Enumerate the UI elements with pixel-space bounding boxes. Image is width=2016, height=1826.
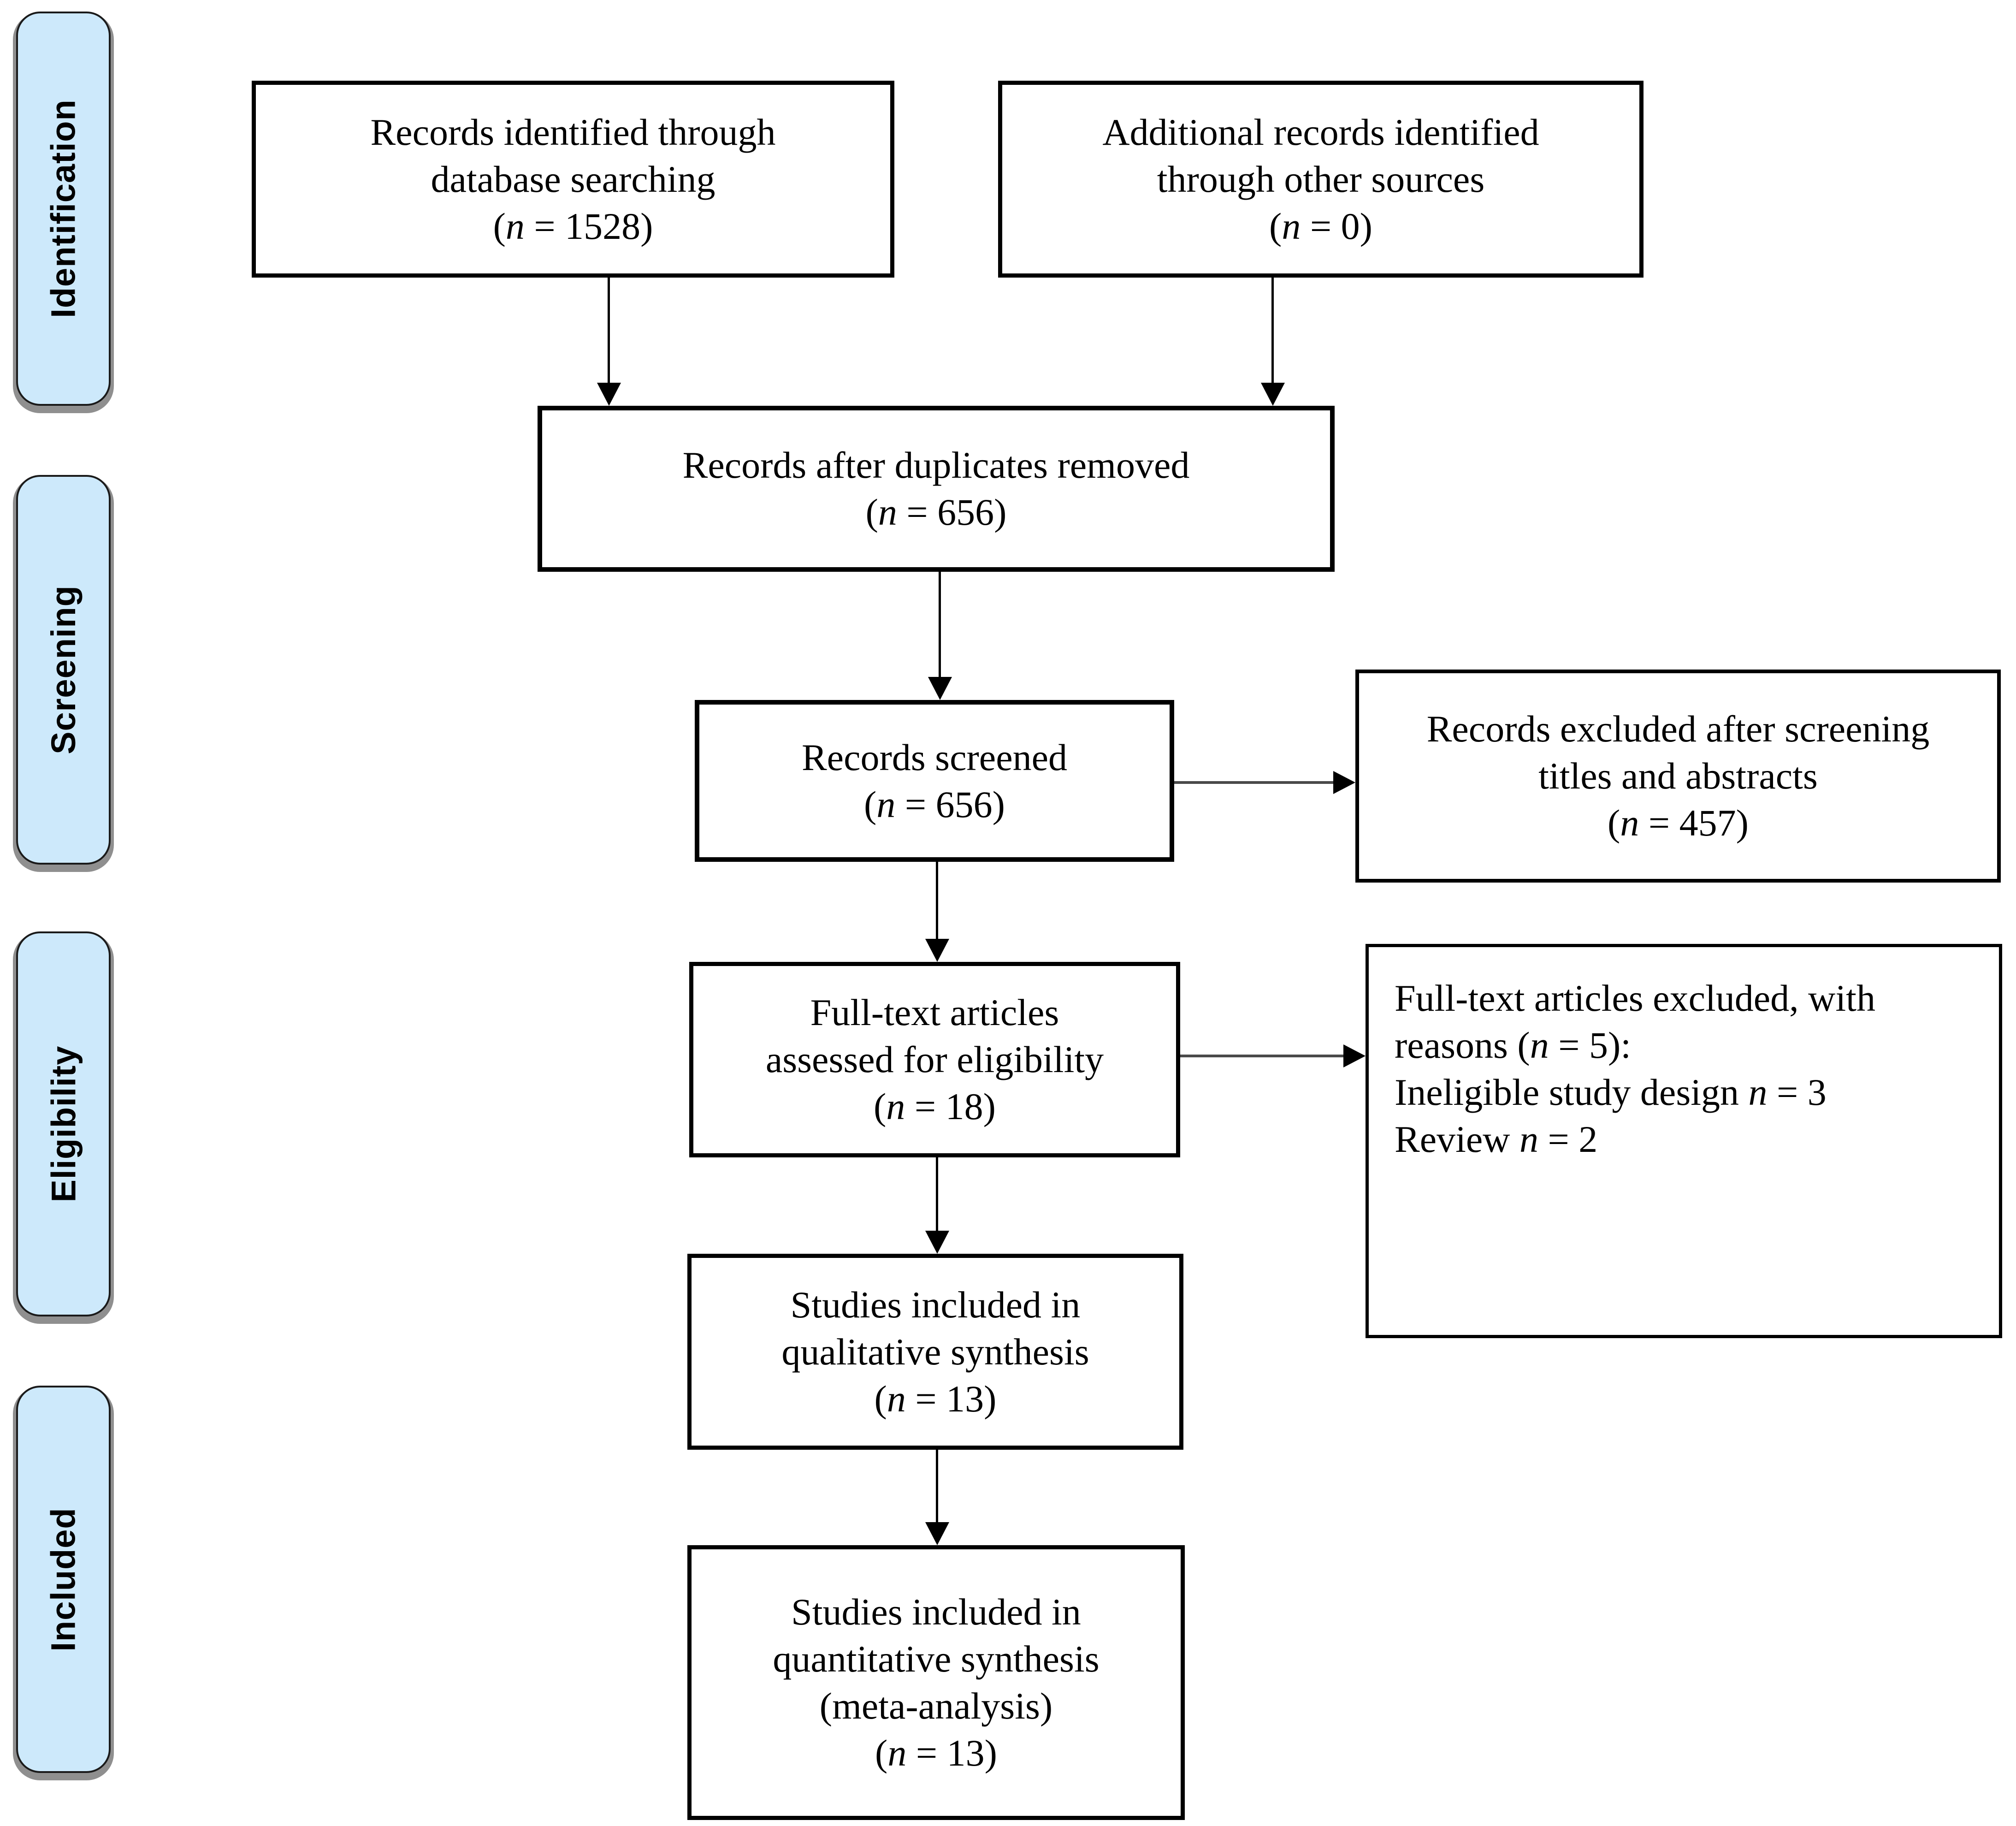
box-records-screened-text: Records screened(n = 656): [801, 736, 1067, 825]
stage-included-label: Included: [44, 1507, 83, 1652]
arrow-stem: [608, 278, 610, 383]
stage-eligibility: Eligibility: [16, 931, 111, 1316]
arrow-right-icon: [1333, 771, 1355, 794]
arrow-stem: [936, 1157, 938, 1231]
arrow-down-icon: [925, 939, 949, 962]
arrow-down-icon: [928, 677, 952, 700]
stage-eligibility-label: Eligibility: [44, 1045, 83, 1203]
arrow-down-icon: [925, 1231, 949, 1254]
arrow-stem: [939, 572, 941, 677]
box-after-duplicates-text: Records after duplicates removed(n = 656…: [682, 444, 1190, 533]
arrow-stem: [1271, 278, 1274, 383]
stage-identification: Identification: [16, 12, 111, 406]
arrow-down-icon: [1261, 383, 1285, 406]
arrow-stem: [1174, 781, 1333, 784]
stage-screening: Screening: [16, 475, 111, 865]
arrow-right-icon: [1343, 1044, 1366, 1067]
arrow-stem: [1180, 1055, 1343, 1057]
arrow-stem: [936, 1450, 938, 1522]
stage-screening-label: Screening: [44, 585, 83, 754]
stage-identification-label: Identification: [44, 99, 83, 318]
box-records-screened: Records screened(n = 656): [695, 700, 1174, 862]
arrow-down-icon: [925, 1522, 949, 1545]
stage-included: Included: [16, 1386, 111, 1773]
arrow-stem: [936, 862, 938, 939]
box-after-duplicates: Records after duplicates removed(n = 656…: [538, 406, 1335, 572]
arrow-down-icon: [597, 383, 621, 406]
